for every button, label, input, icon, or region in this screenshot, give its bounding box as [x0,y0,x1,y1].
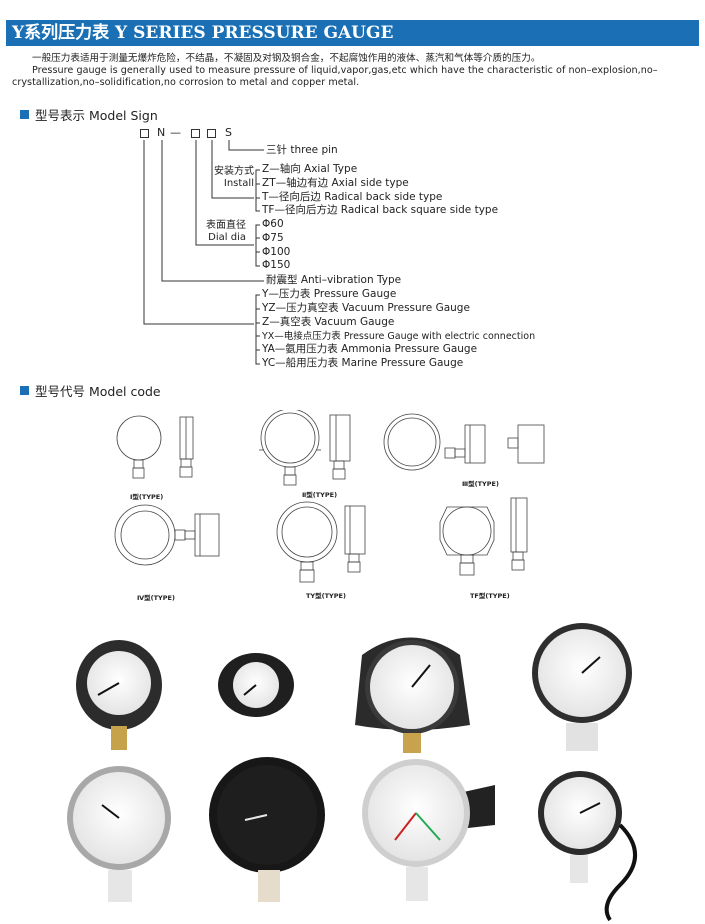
type-2-label: Ⅱ型(TYPE) [302,491,338,499]
intro-cn: 一般压力表适用于测量无爆炸危险，不结晶，不凝固及对钢及铜合金，不起腐蚀作用的液体… [32,53,541,64]
sign-box-type [140,129,149,138]
gauge-photo [218,653,294,717]
type-item: YZ—压力真空表 Vacuum Pressure Gauge [262,302,470,314]
type-item: Z—真空表 Vacuum Gauge [262,316,395,328]
sign-char-s: S [225,126,232,139]
sign-char-dash: — [170,126,181,139]
type-item: Y—压力表 Pressure Gauge [262,288,397,300]
dial-item: Φ150 [262,259,291,271]
type-3-label: Ⅲ型(TYPE) [462,480,499,488]
dial-label-cn: 表面直径 [206,220,246,231]
install-label-en: Install [223,178,254,189]
dial-label-en: Dial dia [208,232,246,243]
model-code-heading: 型号代号 Model code [20,381,161,400]
square-bullet-icon [20,110,29,119]
type-tf-drawing [439,497,528,576]
dial-item: Φ75 [262,232,284,244]
type-item: YA—氨用压力表 Ammonia Pressure Gauge [262,343,478,355]
type-3-drawing [383,413,545,471]
install-label: 安装方式 Install [210,166,254,190]
type-1-label: Ⅰ型(TYPE) [130,493,164,501]
type-item: YC—船用压力表 Marine Pressure Gauge [262,357,464,369]
dial-item: Φ100 [262,246,291,258]
type-tf-label: TF型(TYPE) [470,592,510,600]
gauge-photo [532,623,632,751]
sign-box-dial [191,129,200,138]
three-pin-label: 三针 three pin [266,144,338,156]
model-code-drawings [114,410,545,583]
sign-box-install [207,129,216,138]
model-sign-heading: 型号表示 Model Sign [20,105,158,124]
square-bullet-icon [20,386,29,395]
dial-item: Φ60 [262,218,284,230]
install-item: Z—轴向 Axial Type [262,163,358,175]
type-ty-drawing [276,501,366,583]
type-2-drawing [259,410,351,486]
intro-en: Pressure gauge is generally used to meas… [12,65,658,88]
gauge-photo [209,757,325,902]
install-label-cn: 安装方式 [214,166,254,177]
type-4-label: Ⅳ型(TYPE) [137,594,175,602]
dial-label: 表面直径 Dial dia [200,220,246,244]
type-item: YX—电接点压力表 Pressure Gauge with electric c… [262,331,536,342]
install-item: TF—径向后方边 Radical back square side type [262,204,499,216]
type-1-drawing [116,415,194,479]
install-item: ZT—轴边有边 Axial side type [262,177,409,189]
type-4-drawing [114,504,220,566]
intro-text: 一般压力表适用于测量无爆炸危险，不结晶，不凝固及对钢及铜合金，不起腐蚀作用的液体… [12,53,694,89]
page-title-banner: Y系列压力表 Y SERIES PRESSURE GAUGE [6,20,699,46]
gauge-photo [538,771,637,922]
gauge-photo [76,640,162,750]
gauge-photo [355,637,470,753]
model-sign-connector-lines [143,140,264,365]
product-photos [67,623,637,922]
gauge-photo [67,766,171,902]
anti-vibration-label: 耐震型 Anti–vibration Type [266,274,402,286]
model-sign-heading-text: 型号表示 Model Sign [35,108,158,123]
type-ty-label: TY型(TYPE) [306,592,346,600]
model-code-heading-text: 型号代号 Model code [35,384,161,399]
sign-char-n: N [157,126,166,139]
gauge-photo [362,759,495,901]
install-item: T—径向后边 Radical back side type [262,191,443,203]
